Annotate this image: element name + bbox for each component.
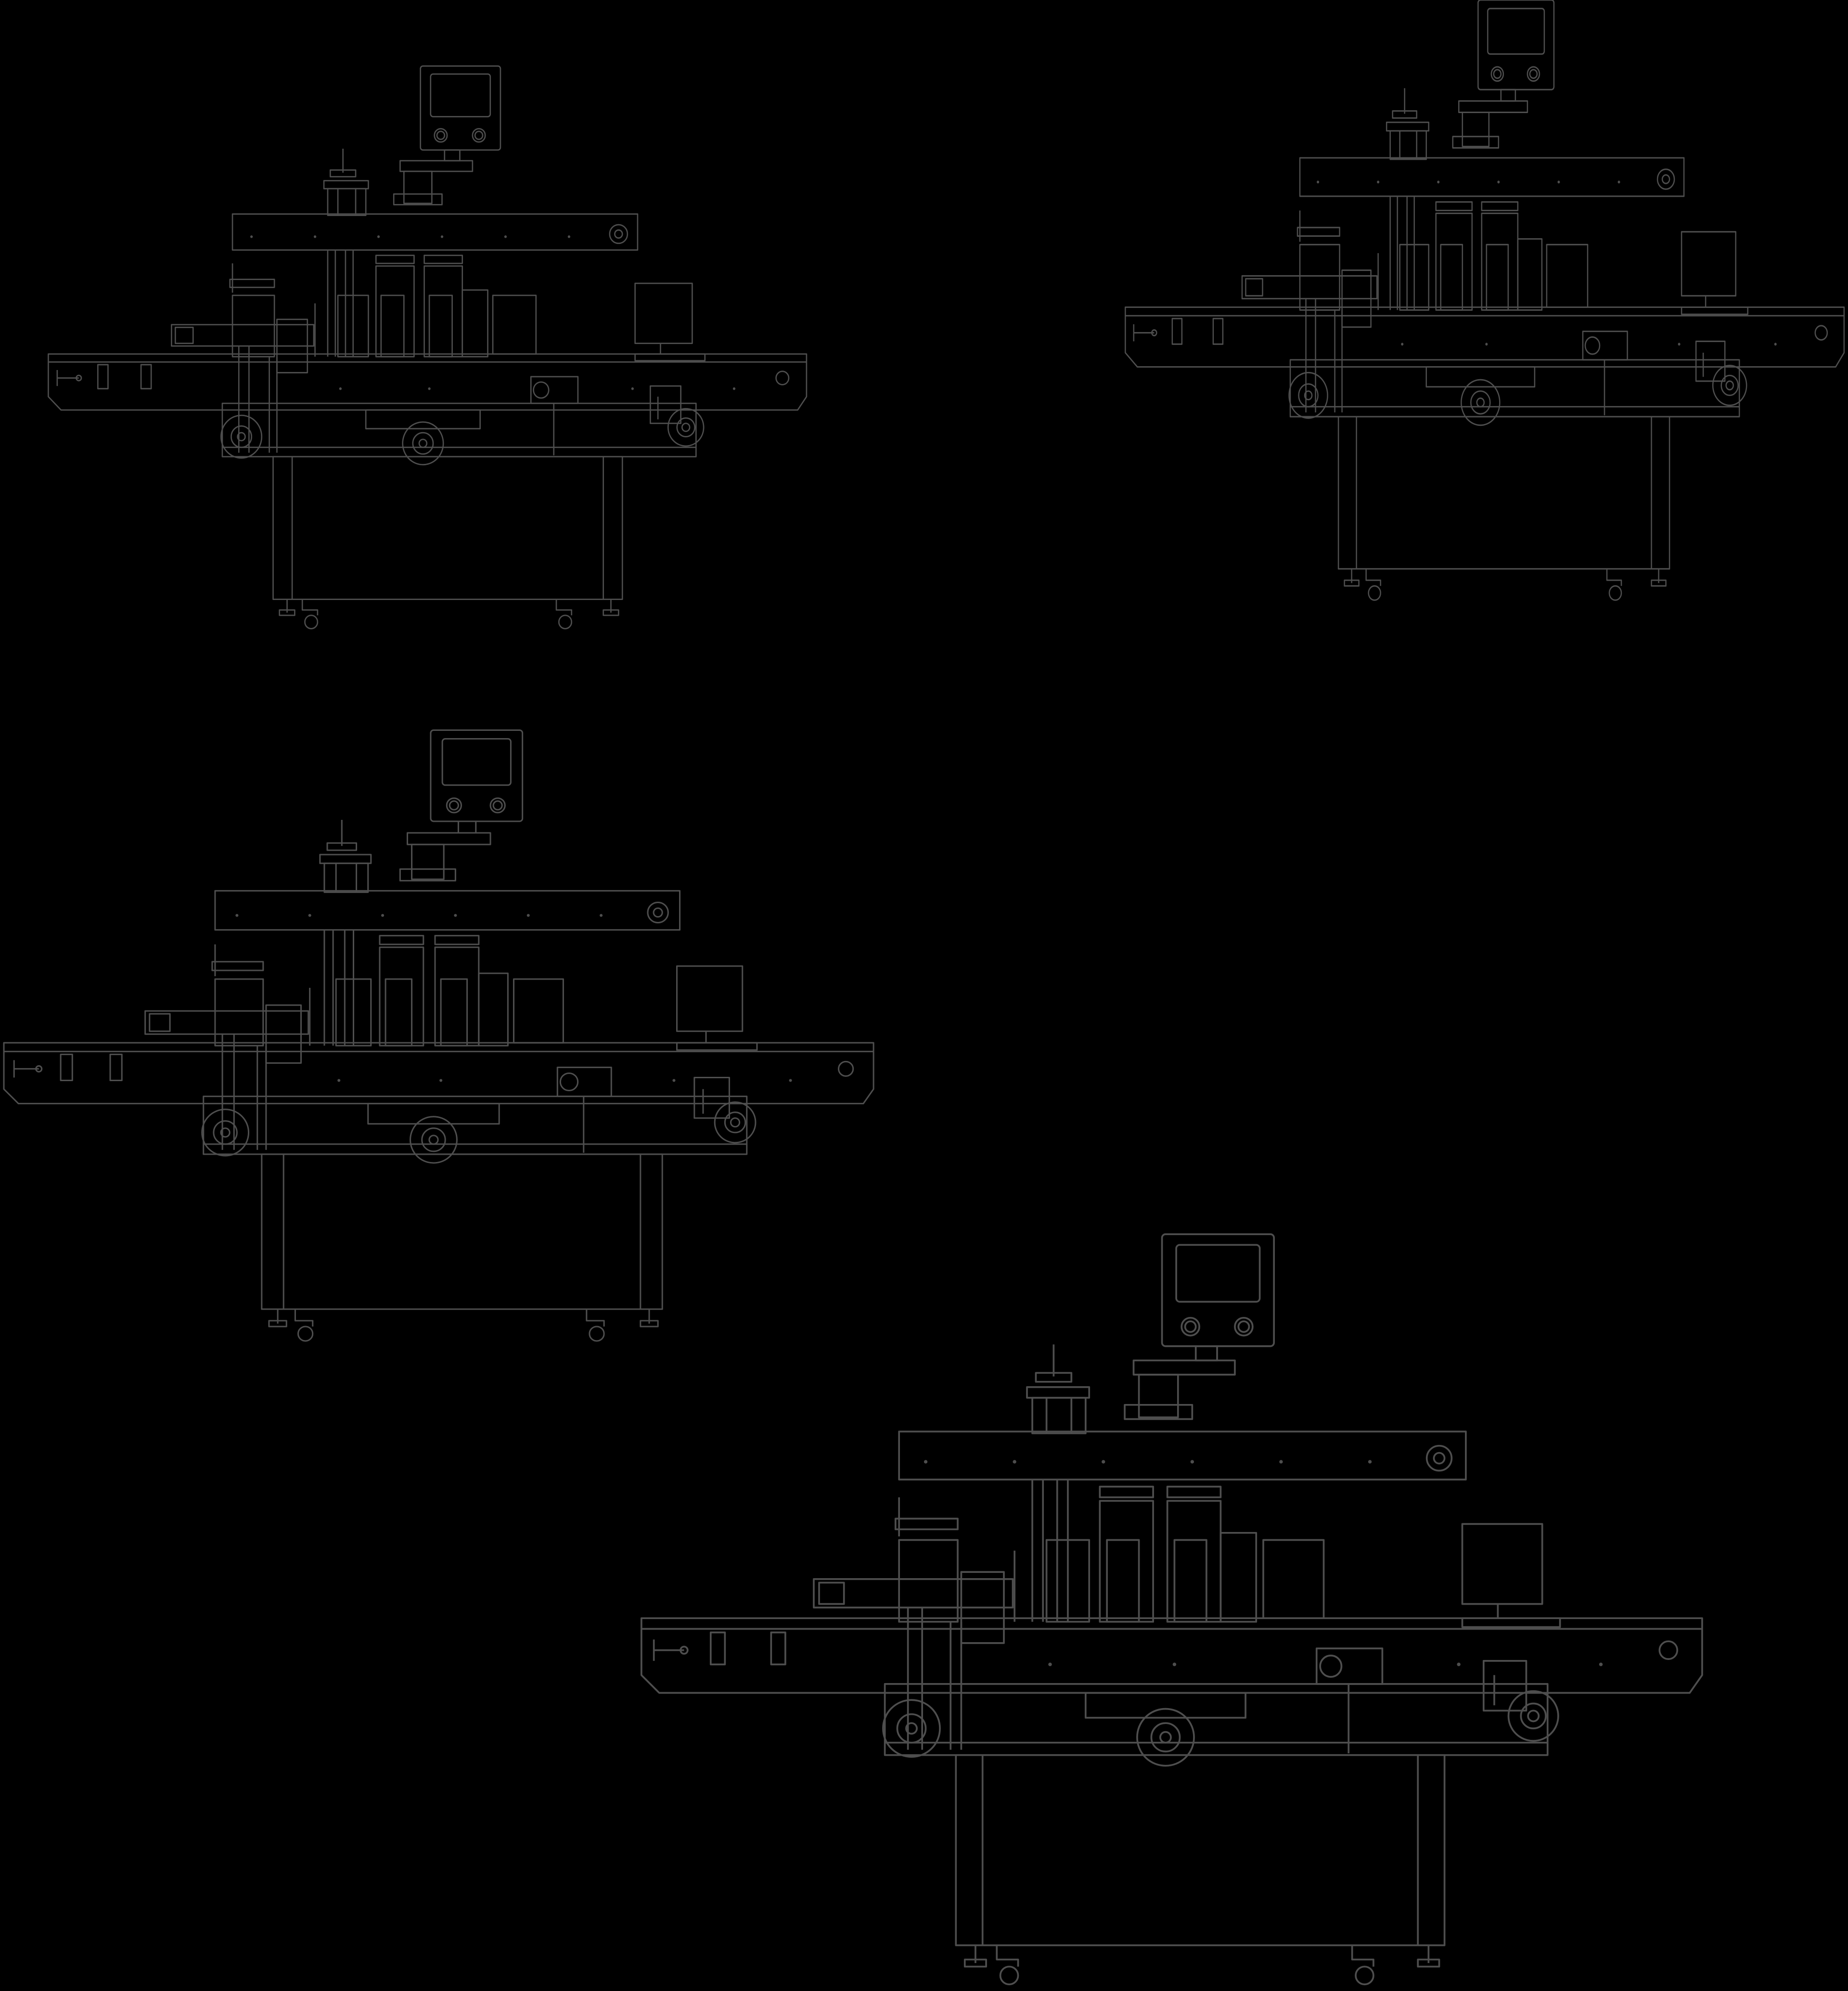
drawing-canvas [3, 0, 1845, 1986]
